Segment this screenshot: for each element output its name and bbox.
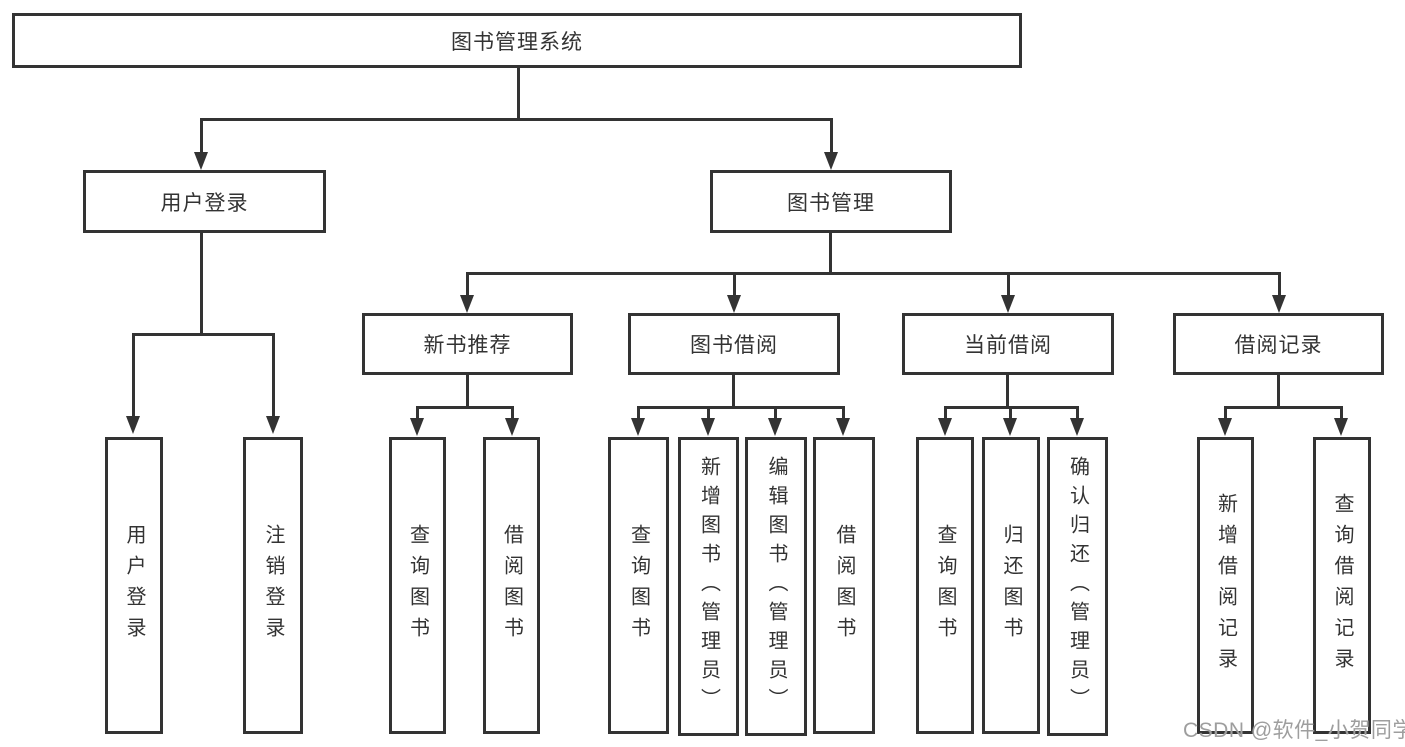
node-book-management: 图书管理 [710, 170, 952, 233]
connector-line [774, 406, 777, 420]
connector-line [1224, 406, 1227, 420]
connector-line [1277, 375, 1280, 408]
connector-line [732, 375, 735, 408]
connector-line [272, 333, 275, 418]
arrow-down-icon [1334, 418, 1348, 436]
connector-line [200, 118, 203, 154]
connector-line [1278, 272, 1281, 297]
arrow-down-icon [938, 418, 952, 436]
arrow-down-icon [1218, 418, 1232, 436]
node-user-login: 用户登录 [83, 170, 326, 233]
connector-line [1340, 406, 1343, 420]
node-query-books-borrowing: 查询图书 [608, 437, 669, 734]
arrow-down-icon [1003, 418, 1017, 436]
connector-line [1009, 406, 1012, 420]
arrow-down-icon [1001, 295, 1015, 313]
arrow-down-icon [836, 418, 850, 436]
connector-line [417, 406, 514, 409]
connector-line [707, 406, 710, 420]
arrow-down-icon [266, 416, 280, 434]
watermark: CSDN @软件_小贺同学 [1183, 719, 1405, 742]
connector-line [1076, 406, 1079, 420]
arrow-down-icon [701, 418, 715, 436]
arrow-down-icon [505, 418, 519, 436]
arrow-down-icon [631, 418, 645, 436]
connector-line [637, 406, 640, 420]
arrow-down-icon [1070, 418, 1084, 436]
node-library-management-system: 图书管理系统 [12, 13, 1022, 68]
node-query-books-recommend: 查询图书 [389, 437, 446, 734]
connector-line [466, 375, 469, 408]
node-borrow-books-recommend: 借阅图书 [483, 437, 540, 734]
arrow-down-icon [194, 152, 208, 170]
node-current-borrowing: 当前借阅 [902, 313, 1114, 375]
node-book-borrowing: 图书借阅 [628, 313, 840, 375]
connector-line [132, 333, 275, 336]
node-edit-books-admin: 编辑图书（管理员） [745, 437, 807, 736]
connector-line [733, 272, 736, 297]
connector-line [416, 406, 419, 420]
arrow-down-icon [1272, 295, 1286, 313]
node-query-borrow-record: 查询借阅记录 [1313, 437, 1371, 734]
connector-line [1006, 375, 1009, 408]
connector-line [517, 68, 520, 121]
node-logout: 注销登录 [243, 437, 303, 734]
arrow-down-icon [410, 418, 424, 436]
connector-line [466, 272, 469, 297]
node-add-books-admin: 新增图书（管理员） [678, 437, 739, 736]
arrow-down-icon [824, 152, 838, 170]
connector-line [132, 333, 135, 418]
arrow-down-icon [126, 416, 140, 434]
connector-line [200, 118, 833, 121]
connector-line [466, 272, 1280, 275]
node-borrowing-record: 借阅记录 [1173, 313, 1384, 375]
connector-line [1224, 406, 1343, 409]
connector-line [511, 406, 514, 420]
node-borrow-books: 借阅图书 [813, 437, 875, 734]
connector-line [1007, 272, 1010, 297]
connector-line [637, 406, 845, 409]
arrow-down-icon [727, 295, 741, 313]
connector-line [842, 406, 845, 420]
node-user-login-action: 用户登录 [105, 437, 163, 734]
arrow-down-icon [768, 418, 782, 436]
node-query-books-current: 查询图书 [916, 437, 974, 734]
node-confirm-return-admin: 确认归还（管理员） [1047, 437, 1108, 736]
node-new-book-recommendation: 新书推荐 [362, 313, 573, 375]
connector-line [200, 233, 203, 336]
arrow-down-icon [460, 295, 474, 313]
connector-line [829, 233, 832, 275]
connector-line [944, 406, 947, 420]
connector-line [830, 118, 833, 154]
node-return-books: 归还图书 [982, 437, 1040, 734]
node-add-borrow-record: 新增借阅记录 [1197, 437, 1254, 734]
